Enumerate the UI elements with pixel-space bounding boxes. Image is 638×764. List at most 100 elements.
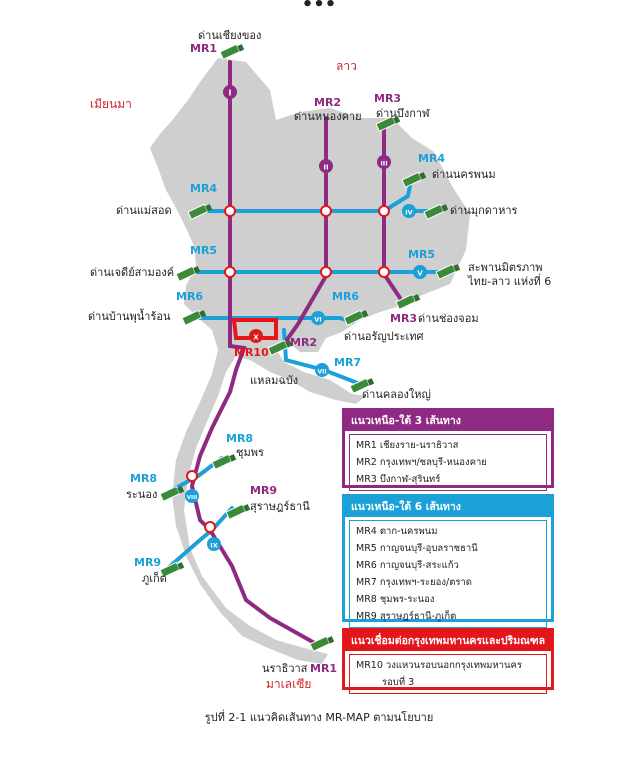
label-bridge-2: ไทย-ลาว แห่งที่ 6 [467, 273, 551, 288]
truck-icon [395, 293, 421, 310]
badge-iv: IV [405, 209, 412, 217]
truck-icon [435, 263, 461, 280]
legend-bangkok-link: แนวเชื่อมต่อกรุงเทพมหานครและปริมณฑล MR10… [342, 628, 554, 694]
numeral-badges: I II III IV V VI VII VIII IX X [185, 85, 427, 551]
junction-node [224, 205, 236, 217]
more-indicator: ••• [301, 0, 337, 15]
badge-ii: II [323, 164, 328, 172]
code-mr8-west: MR8 [130, 472, 157, 485]
junction-node [186, 470, 198, 482]
legend-row: รอบที่ 3 [382, 677, 415, 688]
code-mr2-south: MR2 [290, 336, 317, 349]
truck-icon [211, 453, 237, 470]
label-narathiwat: นราธิวาส [262, 662, 308, 675]
code-mr10: MR10 [234, 346, 269, 359]
code-mr6-west: MR6 [176, 290, 203, 303]
label-bridge-1: สะพานมิตรภาพ [468, 261, 543, 274]
truck-icon [267, 339, 293, 356]
label-aranyaprathet: ด่านอรัญประเทศ [344, 330, 424, 343]
code-mr3-south: MR3 [390, 312, 417, 325]
code-mr4-east: MR4 [418, 152, 445, 165]
truck-icon [219, 43, 245, 60]
label-chong-chom: ด่านช่องจอม [418, 312, 479, 325]
code-mr1-south: MR1 [310, 662, 337, 675]
badge-v: V [417, 270, 423, 278]
badge-ix: IX [210, 542, 217, 550]
route-mr4-line [202, 184, 412, 213]
junction-node [378, 266, 390, 278]
code-mr2-north: MR2 [314, 96, 341, 109]
code-mr5-east: MR5 [408, 248, 435, 261]
legend-east-west: แนวเหนือ-ใต้ 6 เส้นทาง MR4 ตาก-นครพนม MR… [342, 494, 554, 628]
code-mr1-north: MR1 [190, 42, 217, 55]
badge-i: I [229, 89, 232, 98]
label-mukdahan: ด่านมุกดาหาร [450, 204, 517, 217]
figure-caption: รูปที่ 2-1 แนวคิดเส้นทาง MR-MAP ตามนโยบา… [204, 711, 434, 724]
label-phuket: ภูเก็ต [142, 571, 167, 585]
code-mr9-west: MR9 [134, 556, 161, 569]
label-khlong-yai: ด่านคลองใหญ่ [362, 388, 431, 401]
label-laem-chabang: แหลมฉบัง [250, 374, 298, 387]
legend-row: MR8 ชุมพร-ระนอง [356, 594, 435, 605]
label-ranong: ระนอง [126, 488, 157, 501]
route-mr10-ring [231, 318, 278, 340]
legend-row: MR5 กาญจนบุรี-อุบลราชธานี [356, 543, 478, 554]
badge-iii: III [380, 160, 387, 168]
label-mae-sot: ด่านแม่สอด [116, 204, 172, 217]
legend-row: MR10 วงแหวนรอบนอกกรุงเทพมหานคร [356, 660, 522, 671]
label-chumphon: ชุมพร [236, 446, 264, 459]
badge-vii: VII [317, 369, 326, 376]
junction-node [378, 205, 390, 217]
truck-icon [343, 309, 369, 326]
route-mr9-line [166, 506, 234, 570]
code-mr3-north: MR3 [374, 92, 401, 105]
legend-row: MR2 กรุงเทพฯ/ชลบุรี-หนองคาย [356, 457, 487, 468]
truck-icon [375, 115, 401, 132]
legend-row: MR9 สุราษฎร์ธานี-ภูเก็ต [356, 611, 457, 622]
legend-row: MR1 เชียงราย-นราธิวาส [356, 440, 459, 451]
badge-viii: VIII [187, 495, 197, 501]
truck-icon [159, 561, 185, 578]
code-mr6-east: MR6 [332, 290, 359, 303]
legend-north-south-title: แนวเหนือ-ใต้ 3 เส้นทาง [345, 411, 551, 431]
legend-row: MR3 บึงกาฬ-สุรินทร์ [356, 474, 441, 485]
code-mr4-west: MR4 [190, 182, 217, 195]
label-ban-phu-nam-ron: ด่านบ้านพุน้ำร้อน [88, 308, 171, 323]
label-chiang-khong: ด่านเชียงของ [198, 29, 261, 42]
truck-icons [159, 43, 461, 652]
truck-icon [175, 265, 201, 282]
code-mr5-west: MR5 [190, 244, 217, 257]
label-nong-khai: ด่านหนองคาย [294, 110, 362, 123]
route-mr1-line [189, 60, 322, 648]
country-laos: ลาว [336, 59, 357, 73]
junction-node [320, 266, 332, 278]
country-malaysia: มาเลเซีย [266, 677, 311, 691]
legend-north-south: แนวเหนือ-ใต้ 3 เส้นทาง MR1 เชียงราย-นราธ… [342, 408, 554, 491]
truck-icon [225, 503, 251, 520]
truck-icon [423, 203, 449, 220]
code-mr9-east: MR9 [250, 484, 277, 497]
junction-node [320, 205, 332, 217]
code-mr8-east: MR8 [226, 432, 253, 445]
label-bueng-kan: ด่านบึงกาฬ [376, 107, 430, 120]
country-myanmar: เมียนมา [90, 97, 132, 111]
mr-map: ลาว เมียนมา มาเลเซีย I II III [88, 29, 551, 691]
legend-row: MR6 กาญจนบุรี-สระแก้ว [356, 560, 459, 571]
truck-icon [181, 309, 207, 326]
legend-east-west-title: แนวเหนือ-ใต้ 6 เส้นทาง [345, 497, 551, 517]
badge-vi: VI [314, 316, 321, 324]
badge-x: X [253, 334, 259, 342]
junction-node [204, 521, 216, 533]
label-chedi-sam-ong: ด่านเจดีย์สามองค์ [90, 266, 174, 279]
truck-icon [349, 377, 375, 394]
label-surat-thani: สุราษฎร์ธานี [250, 500, 310, 513]
junction-node [224, 266, 236, 278]
route-mr2-line [282, 116, 328, 346]
truck-icon [401, 171, 427, 188]
label-nakhon-phanom: ด่านนครพนม [432, 168, 496, 181]
truck-icon [159, 485, 185, 502]
legend-row: MR4 ตาก-นครพนม [356, 526, 438, 537]
legend-bangkok-link-title: แนวเชื่อมต่อกรุงเทพมหานครและปริมณฑล [345, 631, 551, 651]
truck-icon [309, 635, 335, 652]
code-mr7: MR7 [334, 356, 361, 369]
